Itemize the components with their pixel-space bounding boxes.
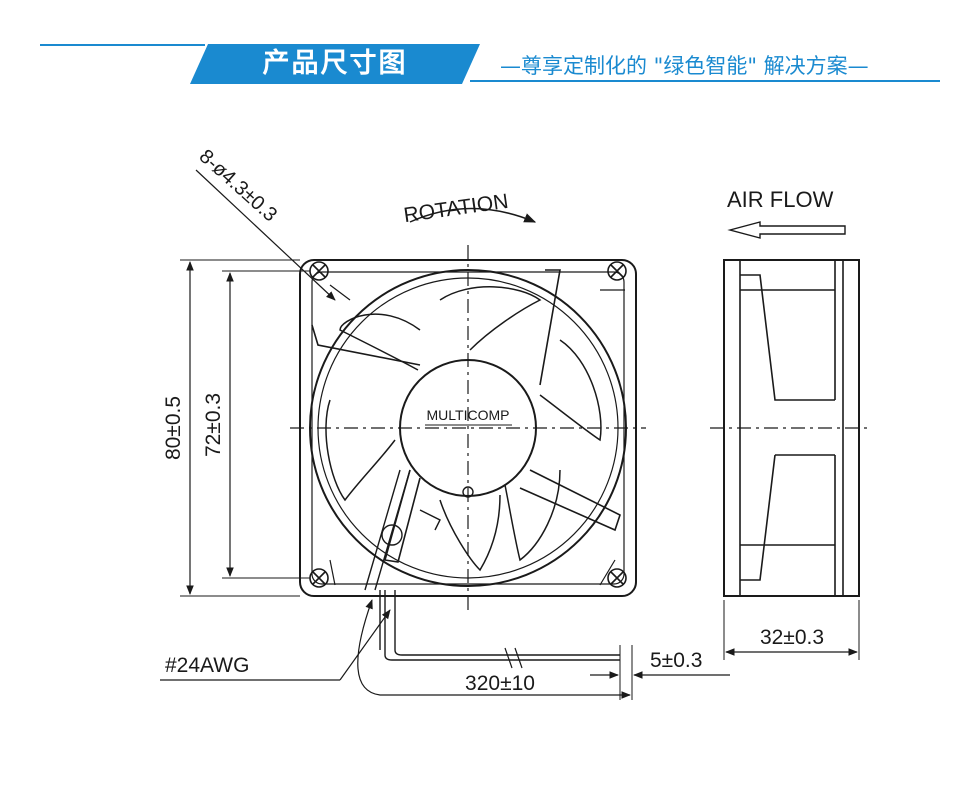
brand-logo: MULTICOMP	[427, 407, 510, 423]
airflow-label: AIR FLOW	[727, 187, 834, 212]
mounting-hole-icon	[607, 261, 627, 281]
header-rule-right	[470, 80, 940, 82]
header-rule-left	[40, 44, 205, 46]
depth-label: 32±0.3	[760, 626, 824, 649]
height-pitch-label: 72±0.3	[202, 393, 225, 457]
height-outer-label: 80±0.5	[162, 396, 185, 460]
page-title: 产品尺寸图	[262, 48, 408, 79]
page-subtitle: —尊享定制化的 "绿色智能" 解决方案—	[500, 54, 869, 78]
fan-front-view	[290, 245, 646, 610]
fan-side-view	[710, 259, 872, 597]
hole-spec-label: 8-ø4.3±0.3	[195, 145, 282, 226]
lead-strip-label: 5±0.3	[650, 649, 702, 672]
header-tab	[190, 44, 480, 84]
mounting-hole-icon	[607, 568, 627, 588]
rotation-label: ROTATION	[402, 190, 510, 227]
mounting-hole-icon	[309, 261, 329, 281]
wire-gauge-label: #24AWG	[165, 654, 249, 677]
lead-length-label: 320±10	[465, 672, 535, 695]
